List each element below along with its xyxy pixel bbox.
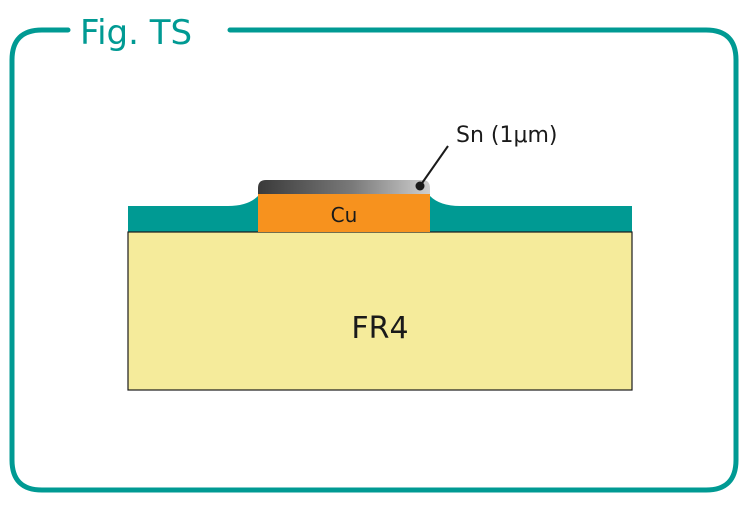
fr4-substrate xyxy=(127,231,633,391)
tin-label: Sn (1μm) xyxy=(456,123,558,148)
tin-leader-line xyxy=(419,145,449,187)
copper-label: Cu xyxy=(331,203,358,227)
figure-frame xyxy=(9,27,739,493)
tin-leader-dot xyxy=(415,181,425,191)
copper-pad xyxy=(258,194,430,232)
tin-layer xyxy=(258,180,430,196)
figure-title: Fig. TS xyxy=(80,13,192,53)
substrate-label: FR4 xyxy=(351,311,408,346)
